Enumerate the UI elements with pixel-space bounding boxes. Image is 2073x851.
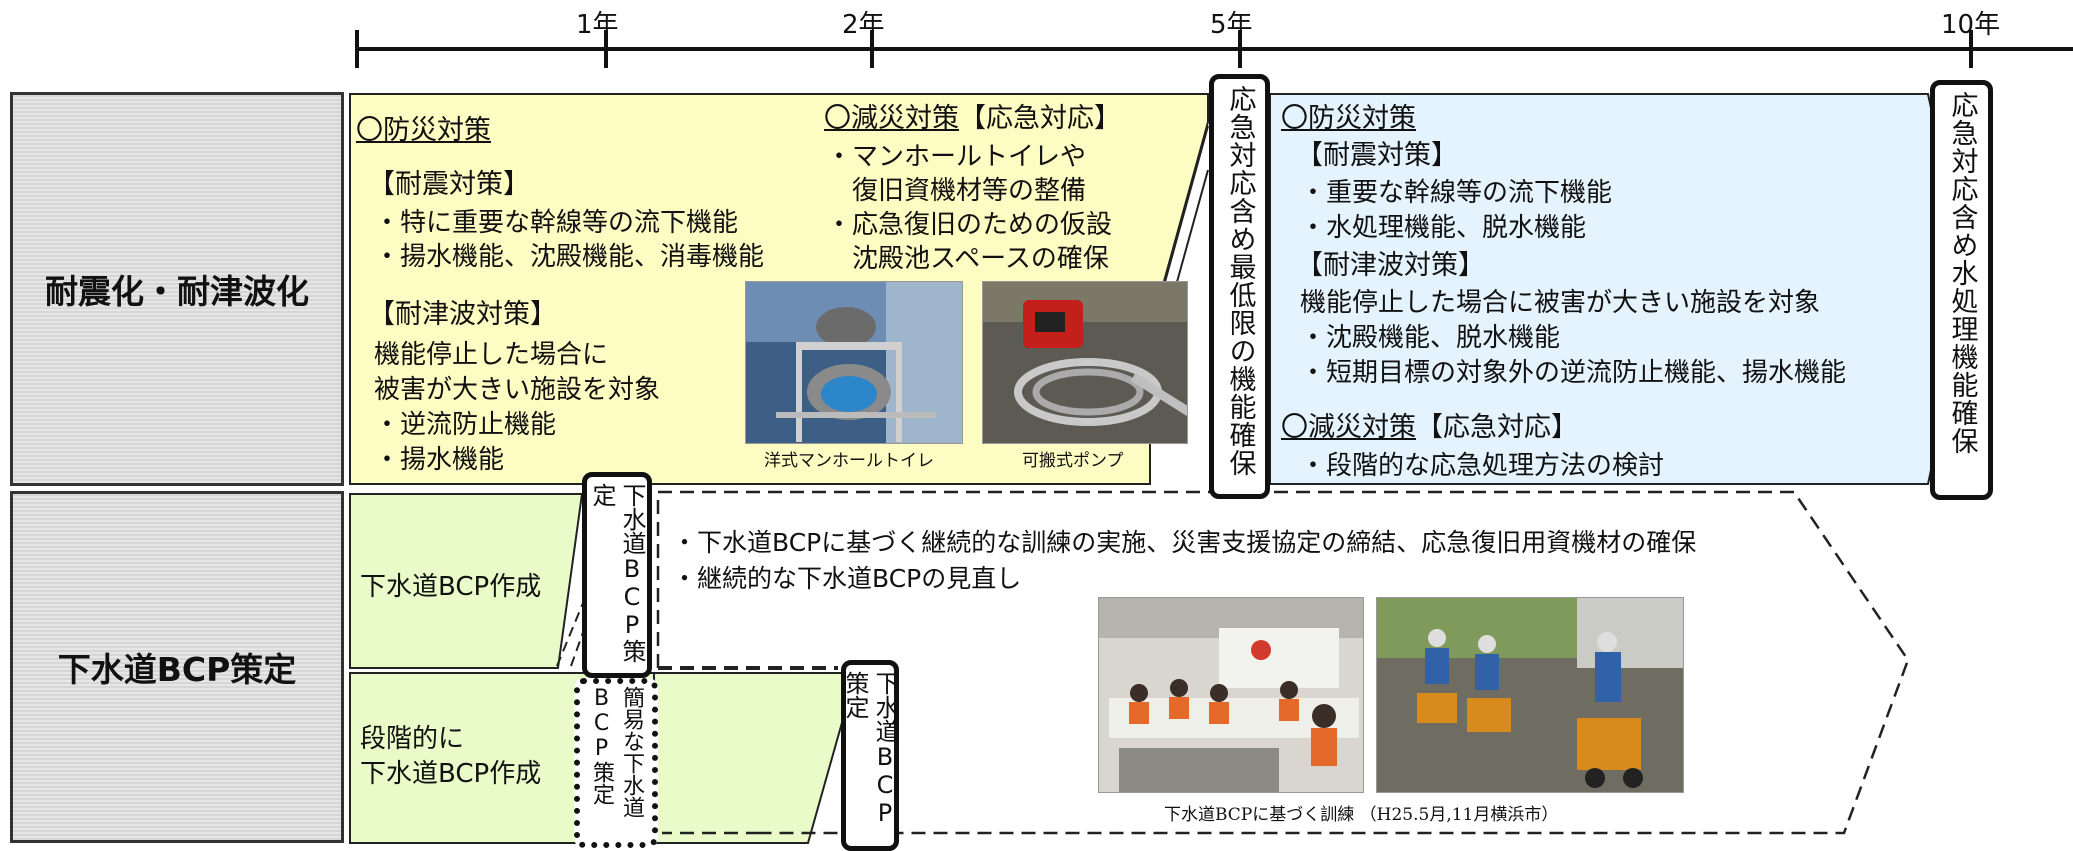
tick-label-1y: 1年 [576, 10, 619, 40]
phase1-mitigation-title-main: 〇減災対策 [824, 103, 959, 134]
phase2-tsunami-line: 機能停止した場合に被害が大きい施設を対象 [1300, 288, 1821, 318]
phase1-tsunami-line: 機能停止した場合に [374, 340, 609, 370]
bcp-create-label: 下水道BCP作成 [360, 572, 542, 602]
bcp-continuous-line: ・下水道BCPに基づく継続的な訓練の実施、災害支援協定の締結、応急復旧用資機材の… [672, 528, 1697, 557]
phase1-tsunami-line: 被害が大きい施設を対象 [374, 375, 661, 405]
phase2-seismic-heading: 【耐震対策】 [1296, 140, 1458, 171]
milestone-bcp-2y-text: 下水道BCP策定 [841, 671, 899, 827]
phase1-tsunami-heading: 【耐津波対策】 [368, 299, 557, 330]
phase2-seismic-item: ・水処理機能、脱水機能 [1300, 213, 1587, 243]
phase2-mitigation-title-sub: 【応急対応】 [1416, 412, 1578, 443]
phase1-seismic-heading: 【耐震対策】 [368, 169, 530, 200]
phase1-seismic-item: ・特に重要な幹線等の流下機能 [374, 208, 739, 238]
phase2-mitigation-title-main: 〇減災対策 [1281, 412, 1416, 443]
phase1-mitigation-line: ・マンホールトイレや [826, 142, 1087, 172]
photo-bcp-training-meeting [1098, 597, 1364, 793]
milestone-5y-text: 応急対応含め最低限の機能確保 [1224, 85, 1256, 477]
phase1-tsunami-line: ・逆流防止機能 [374, 410, 557, 440]
milestone-bcp-text: 下水道BCP策定 [588, 483, 646, 663]
milestone-10y-box: 応急対応含め水処理機能確保 [1930, 80, 1993, 500]
milestone-5y-box: 応急対応含め最低限の機能確保 [1209, 74, 1270, 499]
milestone-bcp-box: 下水道BCP策定 [582, 472, 652, 678]
phase1-tsunami-line: ・揚水機能 [374, 445, 505, 475]
phase2-tsunami-line: ・短期目標の対象外の逆流防止機能、揚水機能 [1300, 358, 1847, 388]
timeline [355, 30, 2073, 68]
photo-caption: 可搬式ポンプ [1022, 451, 1124, 471]
manhole-toilet-illustration [746, 282, 962, 443]
bcp-create-region [349, 493, 584, 669]
milestone-simple-bcp-box: 簡易な下水道BCP策定 [574, 678, 658, 848]
milestone-bcp-2y-box: 下水道BCP策定 [841, 660, 899, 851]
bcp-staged-arrow [653, 672, 858, 844]
photo-portable-pump [982, 281, 1188, 444]
bcp-staged-line: 下水道BCP作成 [360, 759, 542, 789]
photo-bcp-training-pump [1376, 597, 1684, 793]
phase1-mitigation-line: 沈殿池スペースの確保 [826, 244, 1109, 274]
phase2-tsunami-line: ・沈殿機能、脱水機能 [1300, 323, 1561, 353]
photo-manhole-toilet [745, 281, 963, 444]
phase2-seismic-item: ・重要な幹線等の流下機能 [1300, 178, 1613, 208]
bcp-continuous-arrow [656, 490, 1910, 835]
phase2-mitigation-line: ・段階的な応急処理方法の検討 [1300, 451, 1665, 481]
tick-label-2y: 2年 [842, 10, 885, 40]
training-caption: 下水道BCPに基づく訓練 （H25.5月,11月横浜市） [1164, 805, 1559, 825]
portable-pump-illustration [983, 282, 1187, 443]
phase1-mitigation-title: 〇減災対策【応急対応】 [824, 101, 1121, 137]
phase1-prevention-title: 〇防災対策 [356, 115, 491, 146]
milestone-10y-text: 応急対応含め水処理機能確保 [1946, 91, 1978, 455]
phase1-mitigation-line: 復旧資機材等の整備 [826, 176, 1087, 206]
row-label-seismic: 耐震化・耐津波化 [10, 92, 344, 486]
training-pump-illustration [1377, 598, 1683, 792]
photo-caption: 洋式マンホールトイレ [764, 451, 934, 471]
phase1-seismic-item: ・揚水機能、沈殿機能、消毒機能 [374, 242, 765, 272]
tick-label-10y: 10年 [1941, 10, 2001, 40]
phase2-mitigation-title: 〇減災対策【応急対応】 [1281, 410, 1578, 446]
bcp-staged-line: 段階的に [360, 724, 465, 754]
phase2-prevention-title: 〇防災対策 [1281, 103, 1416, 134]
phase1-mitigation-line: ・応急復旧のための仮設 [826, 210, 1113, 240]
bcp-continuous-line: ・継続的な下水道BCPの見直し [672, 564, 1022, 593]
phase2-tsunami-heading: 【耐津波対策】 [1296, 250, 1485, 281]
phase1-mitigation-title-sub: 【応急対応】 [959, 103, 1121, 134]
tick-label-5y: 5年 [1210, 10, 1253, 40]
milestone-simple-bcp-text: 簡易な下水道BCP策定 [589, 686, 644, 818]
training-meeting-illustration [1099, 598, 1363, 792]
row-label-bcp: 下水道BCP策定 [10, 491, 344, 843]
